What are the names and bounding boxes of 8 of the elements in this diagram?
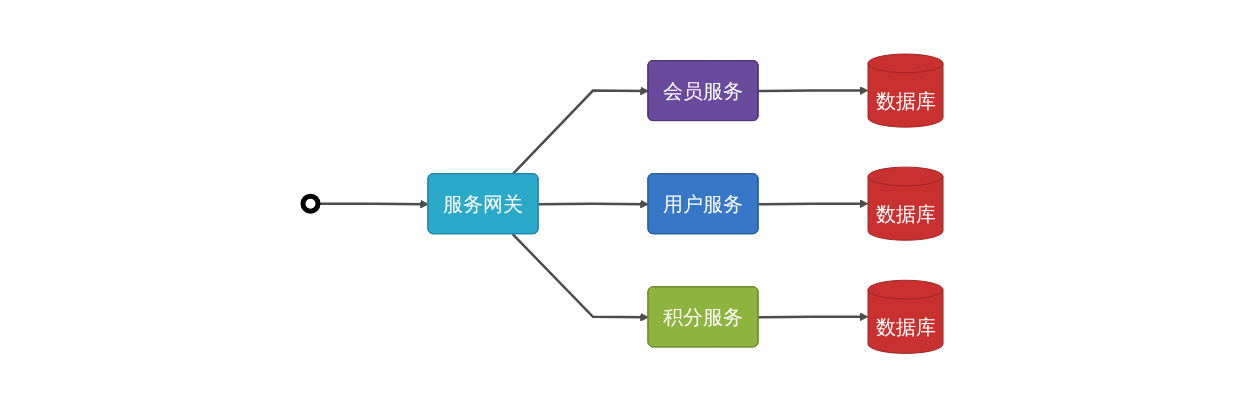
arrow	[511, 86, 649, 176]
arrow	[317, 200, 429, 209]
arrow	[758, 312, 868, 322]
arrow	[511, 233, 649, 322]
arrow	[758, 199, 868, 209]
arrow	[758, 86, 868, 96]
node-person	[300, 194, 320, 214]
arrow	[538, 200, 649, 209]
